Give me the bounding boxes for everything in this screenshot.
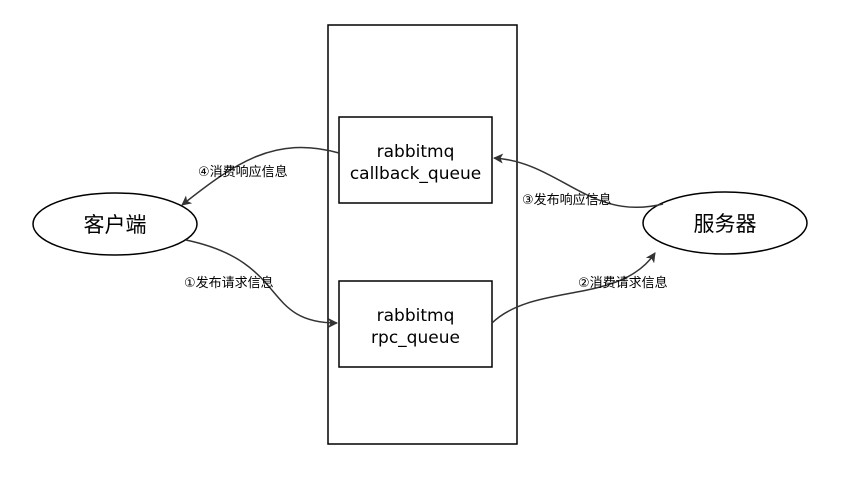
edge-rpc-queue-to-server (491, 252, 656, 324)
rpc-queue-line2: rpc_queue (371, 328, 460, 348)
rpc-queue-line1: rabbitmq (377, 306, 455, 326)
callback-queue-line2: callback_queue (350, 164, 481, 184)
server-label: 服务器 (694, 212, 757, 236)
server-ellipse (642, 191, 808, 255)
edge-server-to-callback-queue (493, 153, 664, 209)
edge-label-publish-response: ③发布响应信息 (522, 192, 612, 208)
callback-queue-box (338, 116, 493, 204)
edge-label-consume-request: ②消费请求信息 (578, 275, 668, 291)
callback-queue-line1: rabbitmq (377, 142, 455, 162)
callback-queue-node: rabbitmq callback_queue (338, 116, 493, 204)
server-node: 服务器 (642, 191, 808, 255)
client-node: 客户端 (32, 192, 198, 256)
edge-callback-queue-to-client (181, 146, 340, 206)
edge-label-consume-response: ④消费响应信息 (198, 164, 288, 180)
edge-client-to-rpc-queue (185, 239, 338, 328)
rpc-queue-box (338, 280, 493, 368)
rpc-queue-node: rabbitmq rpc_queue (338, 280, 493, 368)
edge-label-publish-request: ①发布请求信息 (184, 275, 274, 291)
broker-container (327, 24, 518, 445)
client-ellipse (32, 192, 198, 256)
client-label: 客户端 (84, 213, 147, 237)
